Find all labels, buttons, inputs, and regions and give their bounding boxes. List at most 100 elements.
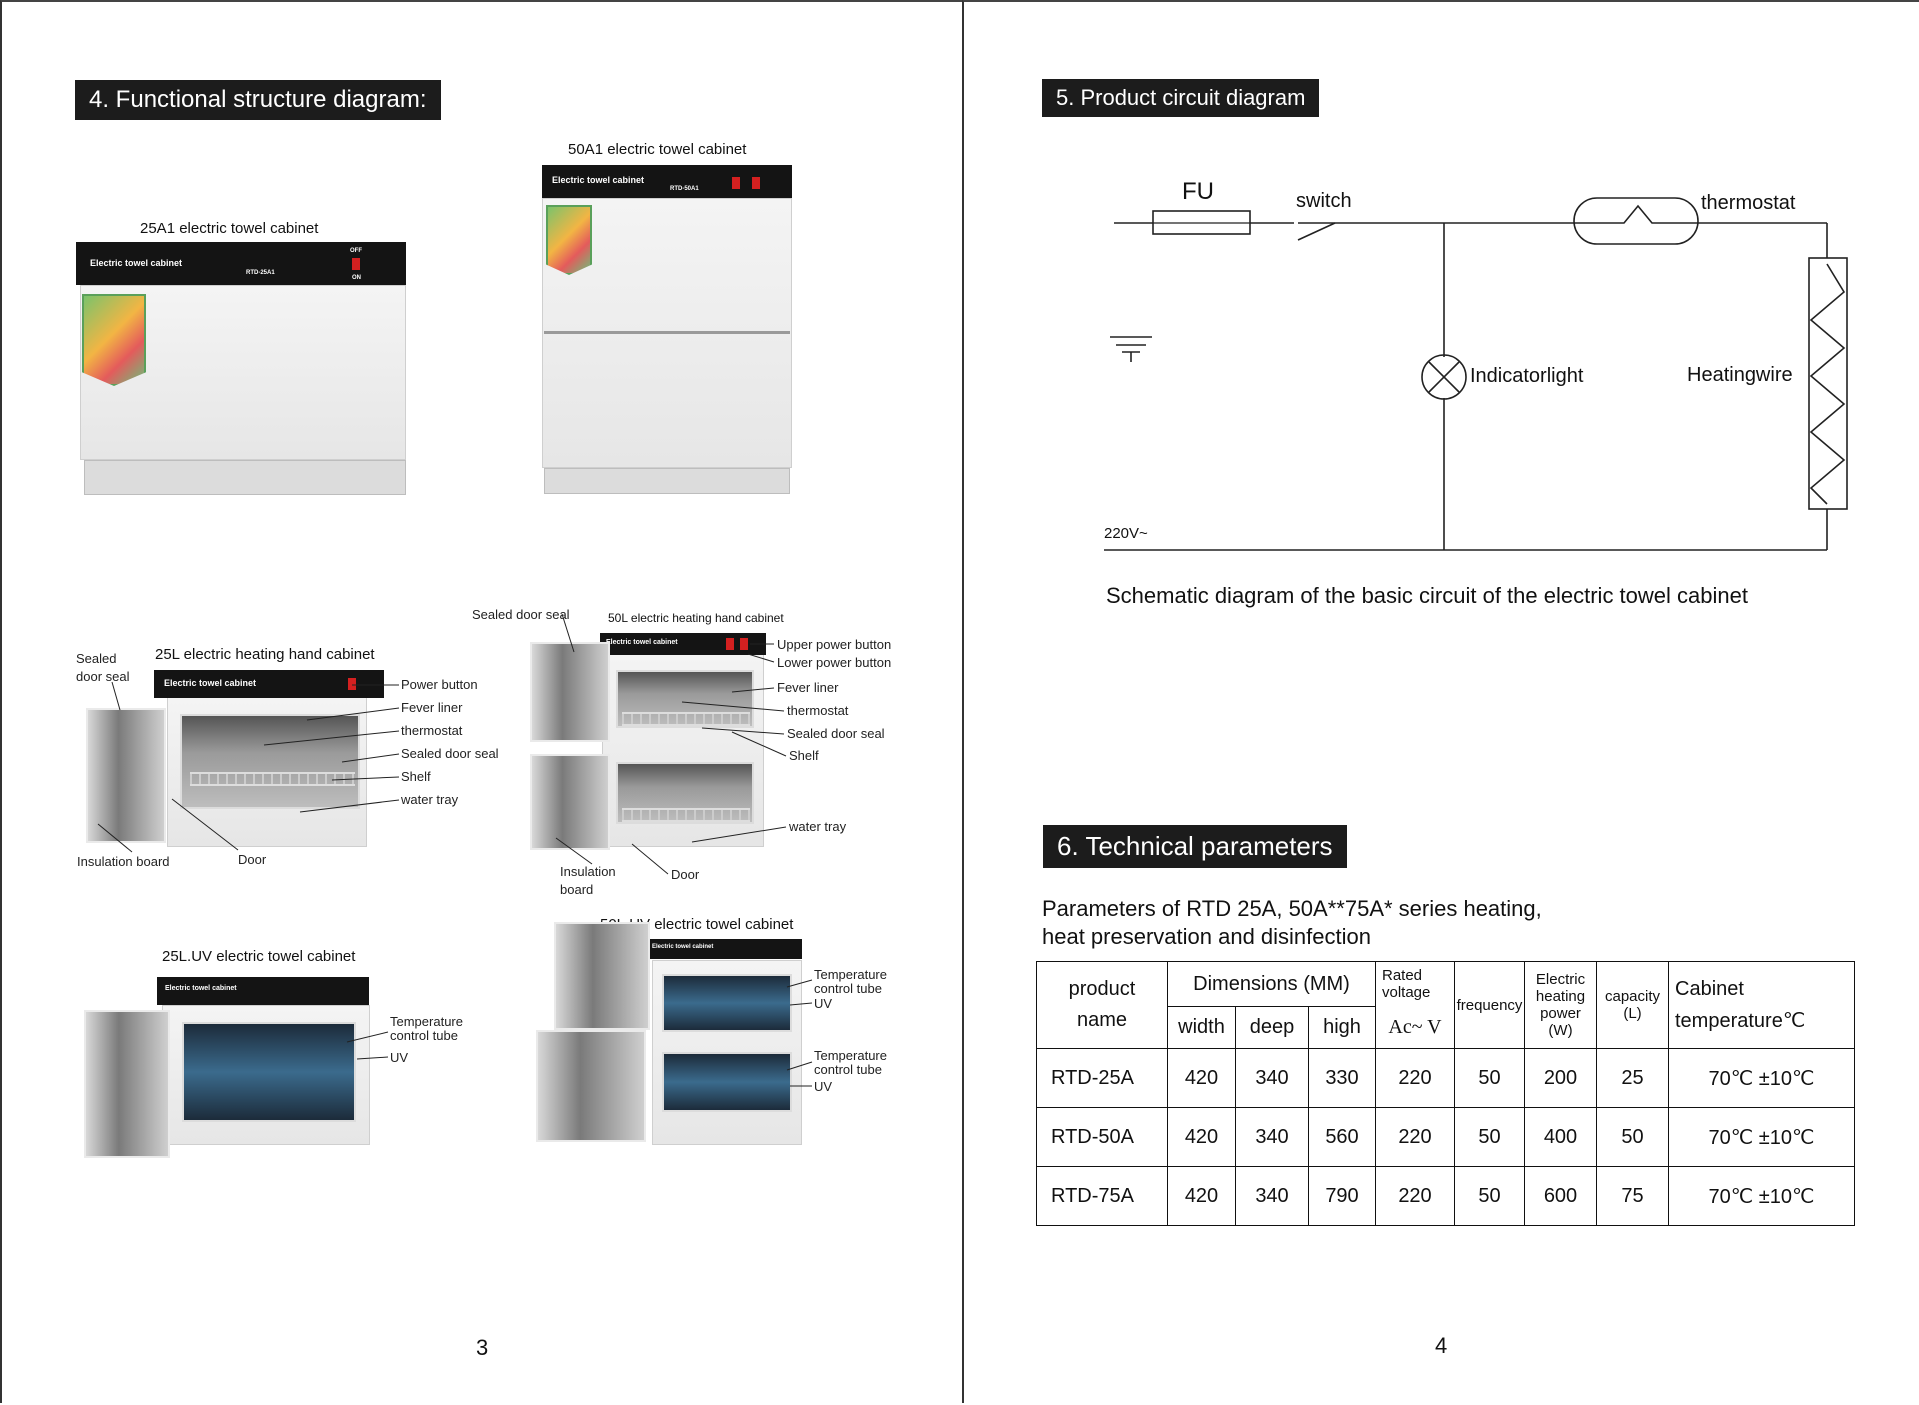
cell-high: 330 — [1308, 1048, 1376, 1108]
technical-parameters-table: product name Dimensions (MM) Rated volta… — [1036, 961, 1855, 1226]
indicator-light-icon — [1421, 354, 1467, 400]
cell-product: RTD-25A — [1036, 1048, 1168, 1108]
circuit-diagram — [1104, 197, 1848, 551]
label-indicator-light: Indicatorlight — [1470, 365, 1584, 387]
heating-wire-icon — [1808, 257, 1848, 510]
cell-voltage: 220 — [1375, 1166, 1455, 1226]
section-4-heading: 4. Functional structure diagram: — [75, 80, 441, 120]
label-heating-wire: Heatingwire — [1687, 364, 1793, 386]
power-switch-icon — [352, 258, 360, 270]
cell-temperature: 70℃ ±10℃ — [1668, 1048, 1855, 1108]
cell-capacity: 25 — [1596, 1048, 1669, 1108]
header-capacity: capacity (L) — [1596, 961, 1669, 1049]
cell-product: RTD-50A — [1036, 1107, 1168, 1167]
cabinet-25luv-panel-text: Electric towel cabinet — [165, 985, 237, 992]
cabinet-50a1-model: RTD-50A1 — [670, 186, 699, 192]
cell-deep: 340 — [1235, 1048, 1309, 1108]
cell-product: RTD-75A — [1036, 1166, 1168, 1226]
upper-switch-icon — [732, 177, 740, 189]
cell-width: 420 — [1167, 1166, 1236, 1226]
cell-frequency: 50 — [1454, 1107, 1525, 1167]
cell-width: 420 — [1167, 1107, 1236, 1167]
table-header-row-1: product name Dimensions (MM) Rated volta… — [1036, 961, 1855, 1049]
cell-power: 200 — [1524, 1048, 1597, 1108]
lower-switch-icon — [752, 177, 760, 189]
cell-voltage: 220 — [1375, 1048, 1455, 1108]
header-power: Electric heating power (W) — [1524, 961, 1597, 1049]
header-rated-voltage: Rated voltage — [1375, 961, 1455, 1007]
label-25luv-uv: UV — [390, 1050, 409, 1065]
cabinet-50a1-panel-text: Electric towel cabinet — [552, 175, 645, 185]
page-number-4: 4 — [1435, 1333, 1448, 1358]
ground-icon — [1110, 336, 1152, 362]
page-3: 4. Functional structure diagram: 25A1 el… — [0, 0, 962, 1403]
cell-power: 600 — [1524, 1166, 1597, 1226]
label-25luv-temperature-control-tube: Temperature control tube — [390, 1014, 463, 1043]
cell-power: 400 — [1524, 1107, 1597, 1167]
cabinet-25a1-off: OFF — [350, 248, 362, 254]
thermostat-icon — [1573, 197, 1699, 245]
uv-sticker-icon — [82, 294, 146, 386]
label-50l-thermostat: thermostat — [787, 703, 849, 718]
label-thermostat: thermostat — [1701, 192, 1796, 214]
cell-high: 790 — [1308, 1166, 1376, 1226]
header-product-name: product name — [1036, 961, 1168, 1049]
label-voltage: 220V~ — [1104, 525, 1148, 542]
label-50luv-uv-lower: UV — [814, 1079, 833, 1094]
cell-temperature: 70℃ ±10℃ — [1668, 1166, 1855, 1226]
table-row: RTD-50A 420 340 560 220 50 400 50 70℃ ±1… — [1036, 1107, 1855, 1167]
header-high: high — [1308, 1006, 1376, 1049]
label-50luv-uv-upper: UV — [814, 996, 833, 1011]
label-50l-sealed-door-seal-top: Sealed door seal — [472, 607, 570, 622]
section-5-heading: 5. Product circuit diagram — [1042, 79, 1320, 117]
cabinet-25a1-model: RTD-25A1 — [246, 270, 275, 276]
header-dimensions: Dimensions (MM) — [1167, 961, 1376, 1007]
label-50l-sealed-door-seal: Sealed door seal — [787, 726, 885, 741]
cabinet-50luv-panel-text: Electric towel cabinet — [652, 944, 714, 950]
label-upper-power-button: Upper power button — [777, 637, 892, 652]
label-sealed-door-seal: Sealed door seal — [401, 746, 499, 761]
label-fever-liner: Fever liner — [401, 700, 463, 715]
cell-high: 560 — [1308, 1107, 1376, 1167]
circuit-caption: Schematic diagram of the basic circuit o… — [1106, 583, 1748, 608]
table-body: RTD-25A 420 340 330 220 50 200 25 70℃ ±1… — [1036, 1048, 1855, 1226]
cell-capacity: 75 — [1596, 1166, 1669, 1226]
cell-deep: 340 — [1235, 1107, 1309, 1167]
uv-sticker-icon — [546, 205, 592, 275]
section-6-heading: 6. Technical parameters — [1043, 825, 1347, 868]
label-50l-water-tray: water tray — [789, 819, 847, 834]
label-door: Door — [238, 852, 267, 867]
cabinet-25l-panel-text: Electric towel cabinet — [164, 678, 257, 688]
cabinet-25a1-caption: 25A1 electric towel cabinet — [140, 220, 319, 237]
label-50l-fever-liner: Fever liner — [777, 680, 839, 695]
tech-intro-line1: Parameters of RTD 25A, 50A**75A* series … — [1042, 896, 1542, 921]
cabinet-25a1-panel-text: Electric towel cabinet — [90, 258, 183, 268]
label-shelf: Shelf — [401, 769, 431, 784]
cell-width: 420 — [1167, 1048, 1236, 1108]
cell-voltage: 220 — [1375, 1107, 1455, 1167]
cell-temperature: 70℃ ±10℃ — [1668, 1107, 1855, 1167]
tech-intro-line2: heat preservation and disinfection — [1042, 924, 1371, 949]
power-button-icon — [348, 678, 356, 690]
label-insulation-board: Insulation board — [77, 854, 170, 869]
cell-frequency: 50 — [1454, 1166, 1525, 1226]
label-thermostat: thermostat — [401, 723, 463, 738]
label-switch: switch — [1296, 190, 1352, 212]
header-frequency: frequency — [1454, 961, 1525, 1049]
label-50luv-temperature-control-tube-lower: Temperature control tube — [814, 1048, 887, 1077]
cabinet-50l-caption: 50L electric heating hand cabinet — [608, 611, 784, 625]
header-temperature: Cabinet temperature℃ — [1668, 961, 1855, 1049]
label-50l-shelf: Shelf — [789, 748, 819, 763]
cabinet-50l-panel-text: Electric towel cabinet — [606, 639, 678, 646]
table-header-row-2: width deep high Ac~ V — [1037, 1006, 1855, 1049]
leader-lines — [97, 613, 813, 1087]
header-deep: deep — [1235, 1006, 1309, 1049]
table-row: RTD-25A 420 340 330 220 50 200 25 70℃ ±1… — [1036, 1048, 1855, 1108]
lower-power-button-icon — [740, 638, 748, 650]
label-50l-insulation-board: Insulation board — [560, 864, 616, 897]
cell-frequency: 50 — [1454, 1048, 1525, 1108]
header-width: width — [1167, 1006, 1236, 1049]
table-row: RTD-75A 420 340 790 220 50 600 75 70℃ ±1… — [1036, 1166, 1855, 1226]
upper-power-button-icon — [726, 638, 734, 650]
